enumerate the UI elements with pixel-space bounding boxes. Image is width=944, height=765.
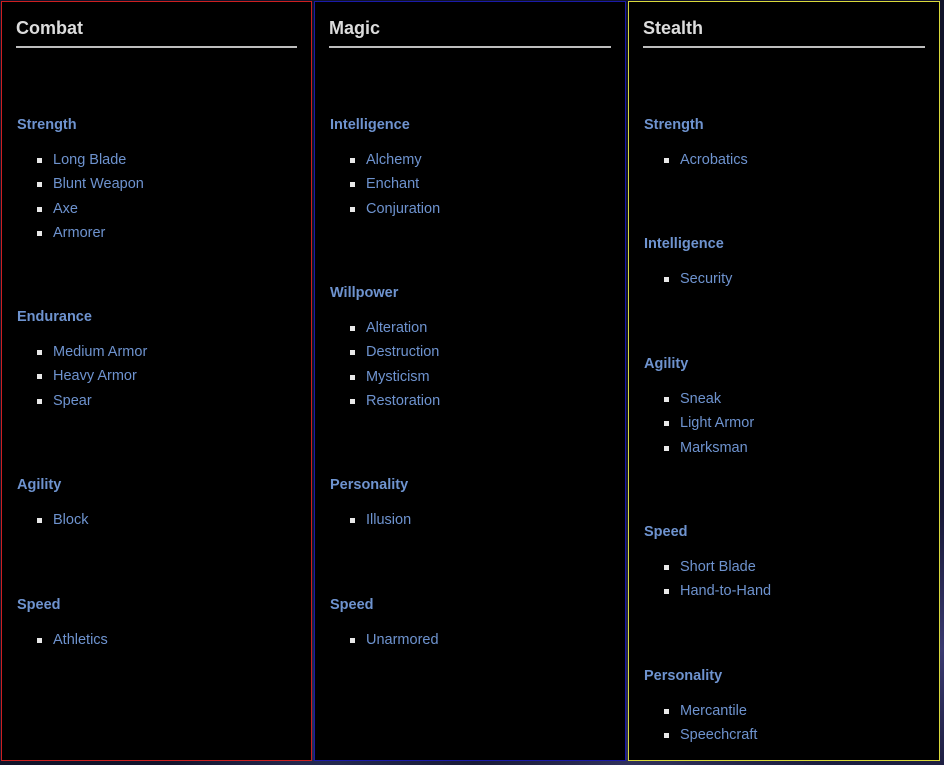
column-combat: Combat Strength Long Blade Blunt Weapon …: [1, 1, 312, 761]
skill-item[interactable]: Axe: [17, 200, 297, 224]
skill-item[interactable]: Acrobatics: [644, 151, 925, 175]
attribute-group-agility: Agility Block: [17, 476, 297, 535]
skill-item[interactable]: Alteration: [330, 319, 611, 343]
skill-item[interactable]: Mercantile: [644, 702, 925, 726]
attribute-heading: Intelligence: [644, 236, 724, 252]
skill-list: Medium Armor Heavy Armor Spear: [17, 343, 297, 416]
column-stealth: Stealth Strength Acrobatics Intelligence…: [628, 1, 940, 761]
attribute-heading: Strength: [17, 117, 77, 133]
attribute-heading: Speed: [644, 524, 688, 540]
attribute-group-personality: Personality Mercantile Speechcraft: [644, 667, 925, 751]
skill-item[interactable]: Medium Armor: [17, 343, 297, 367]
skill-item[interactable]: Alchemy: [330, 151, 611, 175]
skill-item[interactable]: Mysticism: [330, 368, 611, 392]
skill-item[interactable]: Short Blade: [644, 558, 925, 582]
attribute-heading: Strength: [644, 117, 704, 133]
skill-item[interactable]: Sneak: [644, 390, 925, 414]
skill-item[interactable]: Spear: [17, 392, 297, 416]
column-title: Combat: [16, 18, 297, 48]
skill-item[interactable]: Enchant: [330, 175, 611, 199]
attribute-group-speed: Speed Athletics: [17, 596, 297, 655]
skill-list: Sneak Light Armor Marksman: [644, 390, 925, 463]
skill-item[interactable]: Illusion: [330, 511, 611, 535]
attribute-heading: Agility: [17, 477, 62, 493]
skill-item[interactable]: Athletics: [17, 631, 297, 655]
skill-item[interactable]: Conjuration: [330, 200, 611, 224]
skill-list: Block: [17, 511, 297, 535]
attribute-group-endurance: Endurance Medium Armor Heavy Armor Spear: [17, 308, 297, 416]
skill-item[interactable]: Light Armor: [644, 414, 925, 438]
attribute-group-personality: Personality Illusion: [330, 476, 611, 535]
skill-item[interactable]: Heavy Armor: [17, 367, 297, 391]
attribute-group-speed: Speed Unarmored: [330, 596, 611, 655]
attribute-group-speed: Speed Short Blade Hand-to-Hand: [644, 523, 925, 607]
skill-item[interactable]: Marksman: [644, 439, 925, 463]
skill-list: Short Blade Hand-to-Hand: [644, 558, 925, 607]
skill-list: Acrobatics: [644, 151, 925, 175]
skill-item[interactable]: Speechcraft: [644, 726, 925, 750]
skill-item[interactable]: Security: [644, 270, 925, 294]
column-title: Stealth: [643, 18, 925, 48]
skill-list: Alchemy Enchant Conjuration: [330, 151, 611, 224]
attribute-heading: Personality: [644, 668, 723, 684]
attribute-group-strength: Strength Long Blade Blunt Weapon Axe Arm…: [17, 116, 297, 248]
attribute-group-willpower: Willpower Alteration Destruction Mystici…: [330, 284, 611, 416]
skill-item[interactable]: Destruction: [330, 343, 611, 367]
attribute-heading: Agility: [644, 356, 689, 372]
attribute-group-strength: Strength Acrobatics: [644, 116, 925, 175]
skill-item[interactable]: Unarmored: [330, 631, 611, 655]
attribute-group-intelligence: Intelligence Alchemy Enchant Conjuration: [330, 116, 611, 224]
attribute-group-intelligence: Intelligence Security: [644, 235, 925, 294]
skill-item[interactable]: Armorer: [17, 224, 297, 248]
skill-list: Mercantile Speechcraft: [644, 702, 925, 751]
column-title: Magic: [329, 18, 611, 48]
skill-list: Security: [644, 270, 925, 294]
skill-list: Illusion: [330, 511, 611, 535]
skill-list: Athletics: [17, 631, 297, 655]
skill-item[interactable]: Hand-to-Hand: [644, 582, 925, 606]
skill-item[interactable]: Block: [17, 511, 297, 535]
skill-item[interactable]: Restoration: [330, 392, 611, 416]
attribute-heading: Personality: [330, 477, 409, 493]
skill-list: Long Blade Blunt Weapon Axe Armorer: [17, 151, 297, 248]
attribute-heading: Speed: [330, 597, 374, 613]
skill-item[interactable]: Long Blade: [17, 151, 297, 175]
skill-item[interactable]: Blunt Weapon: [17, 175, 297, 199]
attribute-heading: Speed: [17, 597, 61, 613]
skill-list: Alteration Destruction Mysticism Restora…: [330, 319, 611, 416]
attribute-heading: Endurance: [17, 309, 92, 325]
column-magic: Magic Intelligence Alchemy Enchant Conju…: [314, 1, 626, 761]
skill-list: Unarmored: [330, 631, 611, 655]
attribute-heading: Willpower: [330, 285, 399, 301]
attribute-group-agility: Agility Sneak Light Armor Marksman: [644, 355, 925, 463]
attribute-heading: Intelligence: [330, 117, 410, 133]
